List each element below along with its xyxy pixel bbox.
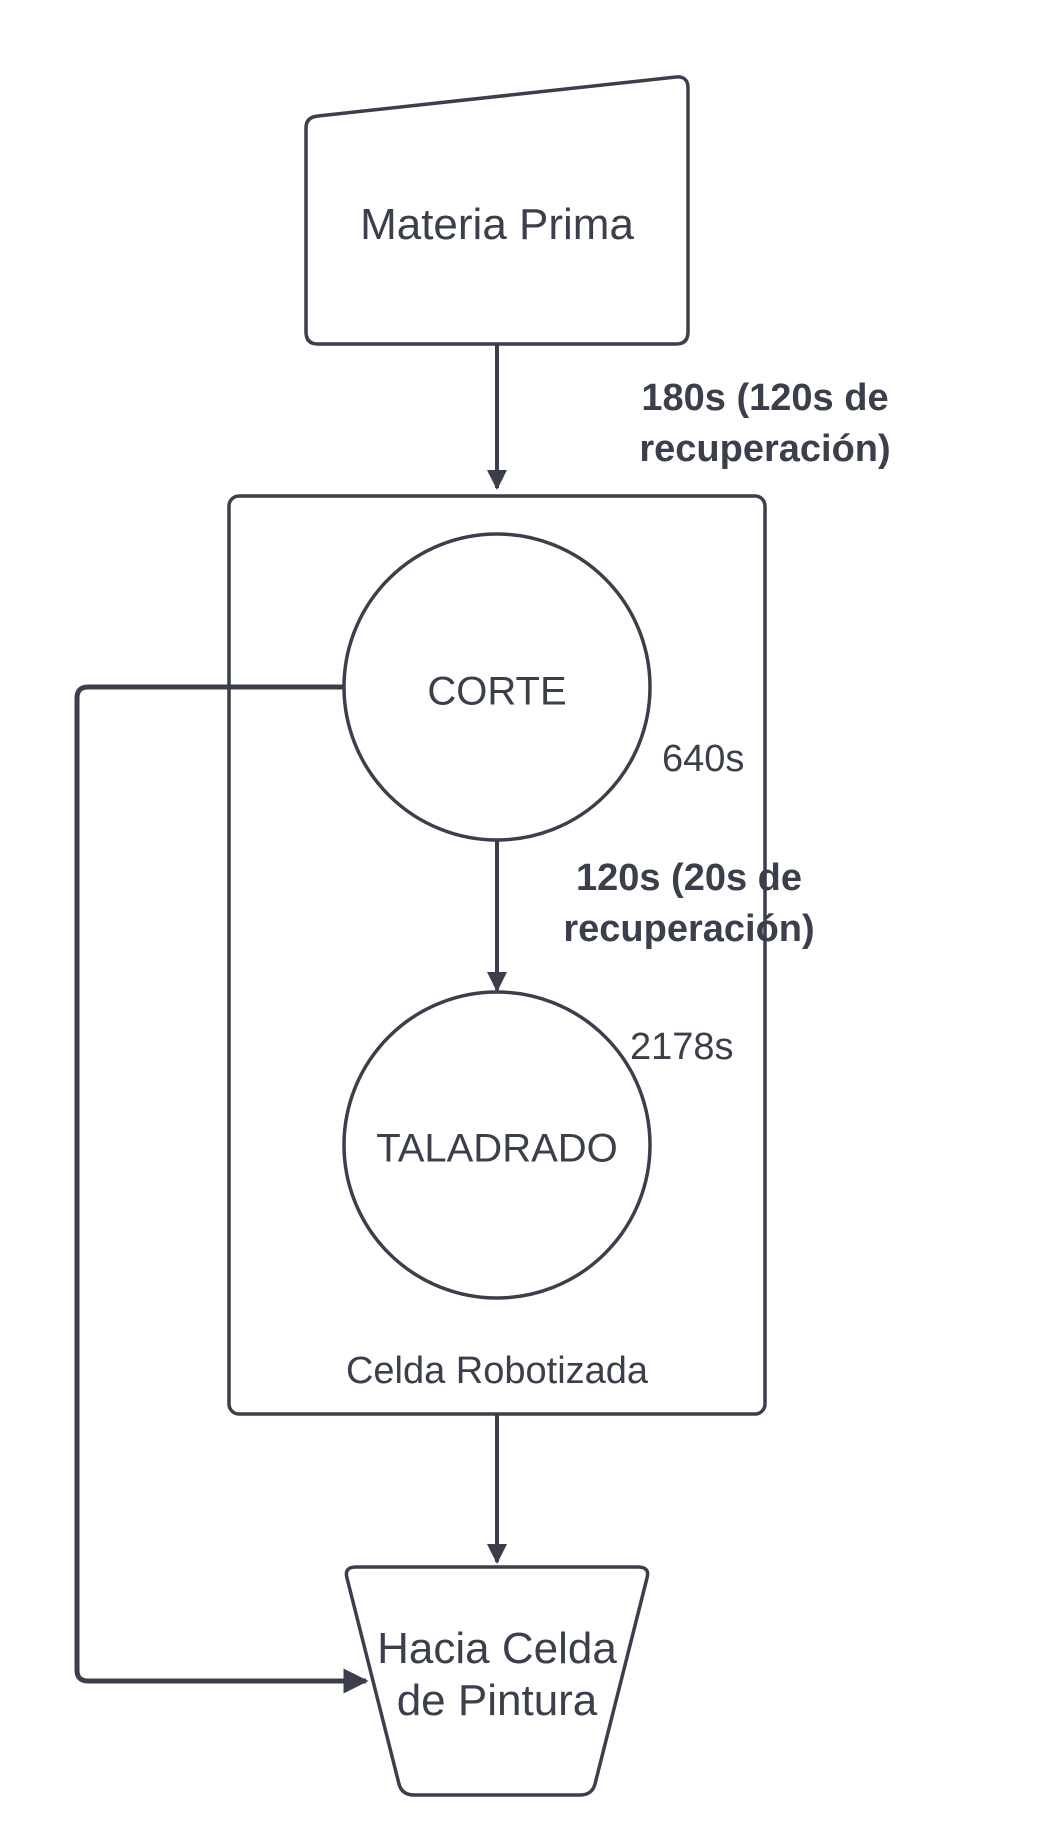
- destination-node-label-line2: de Pintura: [397, 1676, 598, 1725]
- cut-node-label: CORTE: [427, 670, 566, 714]
- edge-cut-to-drill-label-line1: 120s (20s de: [576, 857, 802, 899]
- edge-cut-to-drill-label-line2: recuperación): [563, 908, 814, 950]
- destination-node-label-line1: Hacia Celda: [377, 1624, 617, 1673]
- edge-source-to-cell-label-line2: recuperación): [639, 428, 890, 470]
- edge-source-to-cell-label-line1: 180s (120s de: [641, 377, 888, 419]
- destination-node-shape: [344, 1565, 650, 1797]
- source-node-label: Materia Prima: [360, 200, 634, 249]
- cut-node: CORTE 640s: [342, 532, 744, 842]
- edge-cut-bypass-to-destination: [74, 684, 369, 1694]
- destination-node: Hacia Celda de Pintura: [344, 1565, 650, 1797]
- robotic-cell-label: Celda Robotizada: [346, 1350, 649, 1392]
- drill-node-time: 2178s: [630, 1026, 734, 1068]
- drill-node: TALADRADO 2178s: [342, 990, 734, 1300]
- drill-node-label: TALADRADO: [376, 1127, 618, 1171]
- source-node-shape: [304, 75, 690, 346]
- source-node: Materia Prima: [304, 75, 690, 346]
- robotic-cell-container: Celda Robotizada: [227, 494, 767, 1416]
- cut-node-time: 640s: [662, 738, 744, 780]
- drill-node-circle: [342, 990, 652, 1300]
